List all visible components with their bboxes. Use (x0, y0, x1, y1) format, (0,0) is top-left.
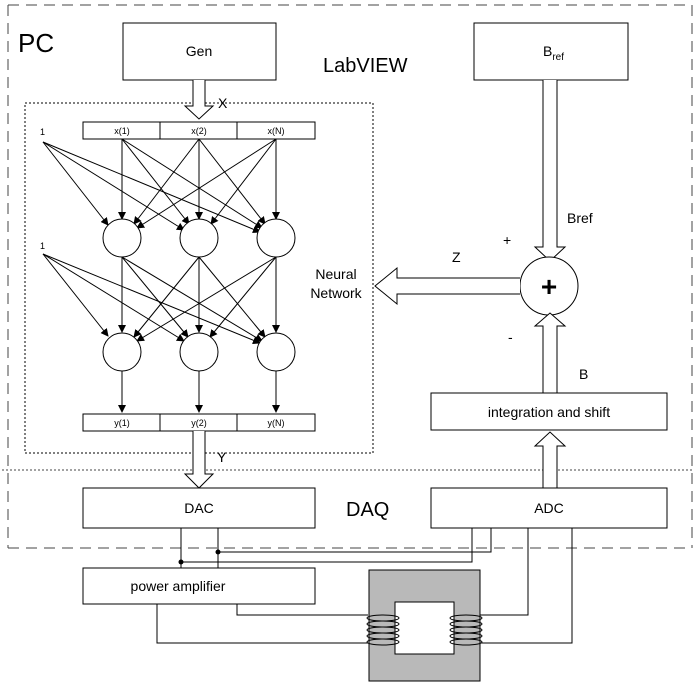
bias-label-2: 1 (40, 241, 45, 251)
output-connections (118, 371, 280, 413)
gen-label: Gen (186, 43, 212, 59)
integration-shift-block[interactable] (430, 392, 668, 431)
x-arrow (183, 80, 215, 120)
dac-block[interactable] (82, 487, 316, 529)
bref-arrow (533, 80, 567, 262)
neuron-layer1-1 (102, 218, 142, 258)
z-label: Z (452, 249, 461, 265)
bref-block-label: Bref (543, 43, 564, 63)
layer2-connections (42, 253, 280, 345)
transformer-core (368, 569, 481, 682)
b-signal-label: B (579, 366, 588, 382)
power-amplifier-label: power amplifier (131, 578, 226, 594)
bias-label-1: 1 (40, 127, 45, 137)
input-x2-label: x(2) (191, 126, 207, 136)
integration-shift-label: integration and shift (488, 404, 610, 420)
bref-signal-label: Bref (567, 210, 593, 226)
layer1-connections (42, 138, 280, 234)
secondary-coil (449, 614, 483, 646)
input-xn-label: x(N) (268, 126, 285, 136)
neuron-layer2-2 (179, 332, 219, 372)
daq-label: DAQ (346, 499, 389, 521)
y-arrow (183, 431, 215, 489)
neuron-layer2-3 (256, 332, 296, 372)
minus-sign: - (508, 329, 513, 345)
x-label: X (218, 95, 228, 111)
b-arrow (533, 312, 567, 393)
dac-label: DAC (184, 500, 214, 516)
neuron-layer1-3 (256, 218, 296, 258)
adc-block[interactable] (430, 487, 668, 529)
output-y2-label: y(2) (191, 418, 207, 428)
junction-dot-1 (178, 559, 184, 565)
output-y1-label: y(1) (114, 418, 130, 428)
adc-label: ADC (534, 500, 564, 516)
summing-junction-symbol: + (541, 271, 557, 302)
z-arrow (374, 266, 520, 306)
neuron-layer2-1 (102, 332, 142, 372)
pc-region-border (7, 4, 693, 549)
adc-to-integration-arrow (533, 431, 567, 488)
plus-sign: + (503, 232, 511, 248)
output-yn-label: y(N) (268, 418, 285, 428)
bref-block[interactable] (473, 22, 629, 81)
power-amplifier-block[interactable] (82, 567, 316, 605)
junction-dot-2 (215, 549, 221, 555)
gen-block[interactable] (122, 22, 277, 81)
input-x1-label: x(1) (114, 126, 130, 136)
y-label: Y (217, 449, 227, 465)
output-cell-n (236, 413, 316, 432)
neuron-layer1-2 (179, 218, 219, 258)
wiring (156, 528, 573, 644)
pc-label: PC (18, 28, 54, 58)
labview-label: LabVIEW (323, 55, 408, 77)
primary-coil (366, 614, 400, 646)
